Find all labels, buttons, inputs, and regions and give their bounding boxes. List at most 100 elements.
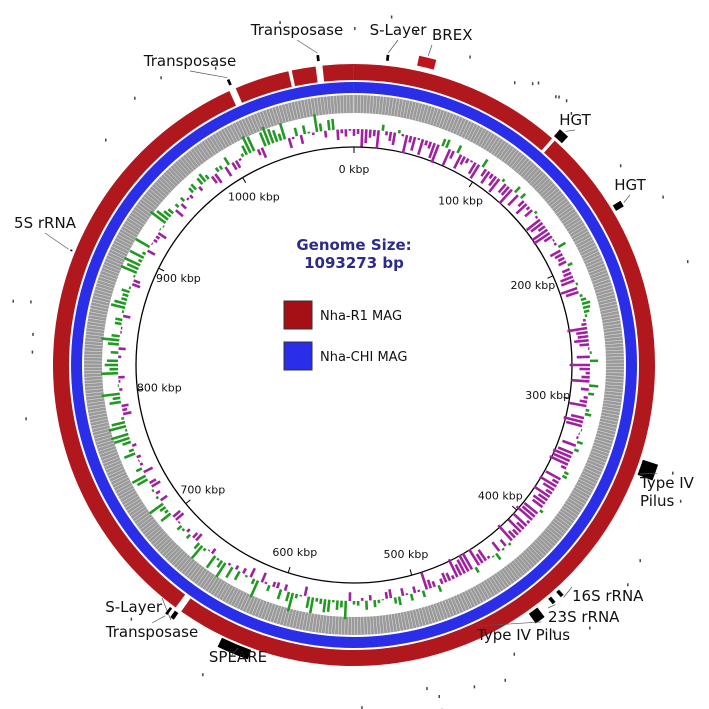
identity-stripe — [324, 615, 328, 634]
identity-stripe — [420, 104, 426, 123]
identity-stripe — [213, 579, 223, 596]
feature-marker — [170, 610, 179, 620]
gc-skew-positive-bar — [276, 589, 283, 600]
identity-stripe — [97, 442, 115, 449]
gc-skew-positive-bar — [409, 593, 414, 601]
gc-skew-negative-bar — [364, 129, 368, 144]
identity-stripe — [311, 613, 315, 632]
identity-stripe — [98, 445, 116, 452]
identity-stripe — [604, 390, 623, 394]
gc-skew-negative-bar — [155, 489, 161, 495]
identity-stripe — [341, 616, 343, 635]
identity-stripe — [467, 590, 476, 607]
identity-stripe — [124, 498, 141, 509]
gc-skew-positive-bar — [188, 187, 194, 194]
identity-stripe — [217, 131, 228, 148]
identity-stripe — [564, 502, 581, 514]
identity-stripe — [601, 316, 620, 321]
tick-mark — [158, 267, 165, 272]
gc-skew-negative-bar — [234, 565, 240, 571]
identity-stripe — [508, 151, 520, 167]
identity-stripe — [417, 103, 423, 122]
feature-leader-line — [563, 586, 573, 598]
identity-stripe — [599, 421, 618, 426]
identity-stripe — [559, 208, 575, 220]
identity-stripe — [107, 254, 124, 263]
gc-skew-positive-bar — [126, 262, 139, 271]
identity-stripe — [447, 598, 455, 616]
nha-r1-ring-segment — [291, 66, 318, 87]
identity-stripe — [95, 285, 114, 292]
identity-stripe — [393, 98, 397, 117]
identity-stripe — [279, 607, 285, 625]
identity-stripe — [453, 596, 461, 614]
gc-skew-positive-bar — [313, 114, 319, 133]
identity-stripe — [292, 610, 297, 628]
identity-stripe — [605, 346, 624, 349]
identity-stripe — [139, 201, 154, 213]
gc-skew-positive-bar — [308, 597, 315, 614]
gc-skew-positive-bar — [159, 505, 167, 513]
gc-skew-positive-bar — [286, 592, 295, 612]
gc-skew-negative-bar — [558, 260, 567, 267]
gc-skew-negative-bar — [488, 178, 501, 193]
gc-skew-negative-bar — [368, 129, 372, 138]
identity-stripe — [97, 279, 115, 286]
gc-skew-positive-bar — [514, 186, 521, 194]
identity-stripe — [493, 139, 504, 156]
tick-label: 1000 kbp — [228, 190, 280, 203]
gc-skew-negative-bar — [234, 159, 242, 169]
gc-skew-positive-bar — [193, 542, 201, 550]
identity-stripe — [595, 288, 613, 294]
identity-stripe — [574, 486, 591, 497]
gc-skew-negative-bar — [507, 530, 516, 539]
minor-feature-dot — [531, 82, 534, 86]
gc-skew-negative-bar — [430, 144, 440, 164]
gc-skew-negative-bar — [560, 279, 575, 287]
identity-stripe — [334, 616, 337, 635]
identity-stripe — [131, 211, 147, 223]
identity-stripe — [435, 603, 443, 621]
identity-stripe — [327, 615, 331, 634]
identity-stripe — [522, 164, 535, 178]
gc-skew-negative-bar — [512, 512, 528, 527]
gc-skew-negative-bar — [579, 343, 590, 347]
feature-label-line: Pilus — [640, 492, 675, 510]
gc-skew-negative-bar — [207, 549, 211, 552]
gc-skew-negative-bar — [480, 168, 488, 177]
gc-skew-negative-bar — [469, 164, 481, 179]
gc-skew-negative-bar — [552, 452, 571, 463]
gc-skew-positive-bar — [250, 578, 256, 585]
identity-stripe — [277, 105, 284, 124]
identity-stripe — [284, 104, 290, 122]
identity-stripe — [567, 222, 584, 233]
identity-stripe — [260, 601, 268, 619]
identity-stripe — [555, 515, 571, 527]
gc-skew-negative-bar — [139, 462, 144, 466]
gc-skew-positive-bar — [249, 580, 260, 598]
gc-skew-positive-bar — [215, 562, 227, 578]
feature-label: S-Layer — [370, 21, 428, 39]
identity-stripe — [160, 176, 174, 190]
gc-skew-positive-bar — [581, 300, 591, 306]
gc-skew-negative-bar — [122, 407, 128, 412]
identity-stripe — [412, 610, 417, 628]
identity-stripe — [148, 528, 163, 541]
gc-skew-positive-bar — [293, 127, 299, 137]
identity-stripe — [319, 97, 323, 116]
identity-stripe — [159, 539, 173, 553]
gc-skew-negative-bar — [486, 555, 491, 560]
identity-stripe — [192, 148, 204, 163]
identity-stripe — [564, 216, 580, 227]
identity-stripe — [503, 567, 515, 583]
identity-stripe — [262, 110, 269, 128]
identity-stripe — [135, 206, 151, 218]
identity-stripe — [583, 467, 601, 476]
identity-stripe — [498, 143, 510, 159]
gc-skew-positive-bar — [539, 509, 544, 514]
identity-stripe — [237, 120, 247, 138]
feature-marker — [316, 54, 320, 62]
gc-skew-negative-bar — [560, 275, 574, 283]
tick-label: 400 kbp — [478, 489, 523, 502]
gc-skew-negative-bar — [560, 464, 567, 470]
